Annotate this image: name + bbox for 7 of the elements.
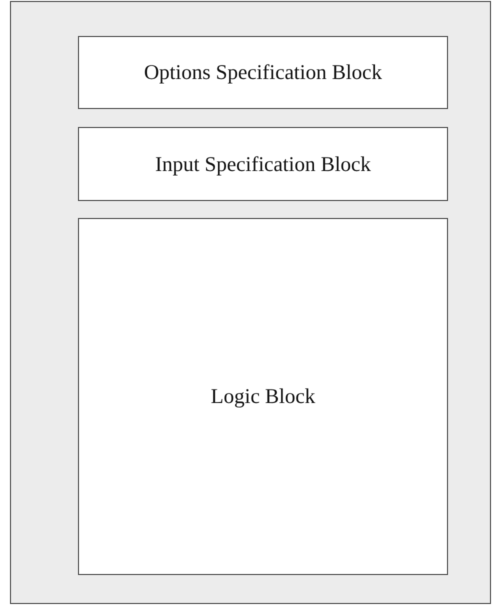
- block-box: [78, 36, 448, 109]
- container-box: [10, 1, 491, 604]
- block-label: Options Specification Block: [144, 60, 382, 85]
- block-label: Input Specification Block: [155, 152, 371, 176]
- block-label: Logic Block: [210, 384, 316, 409]
- block-box: [78, 218, 448, 575]
- block-box: [78, 127, 448, 201]
